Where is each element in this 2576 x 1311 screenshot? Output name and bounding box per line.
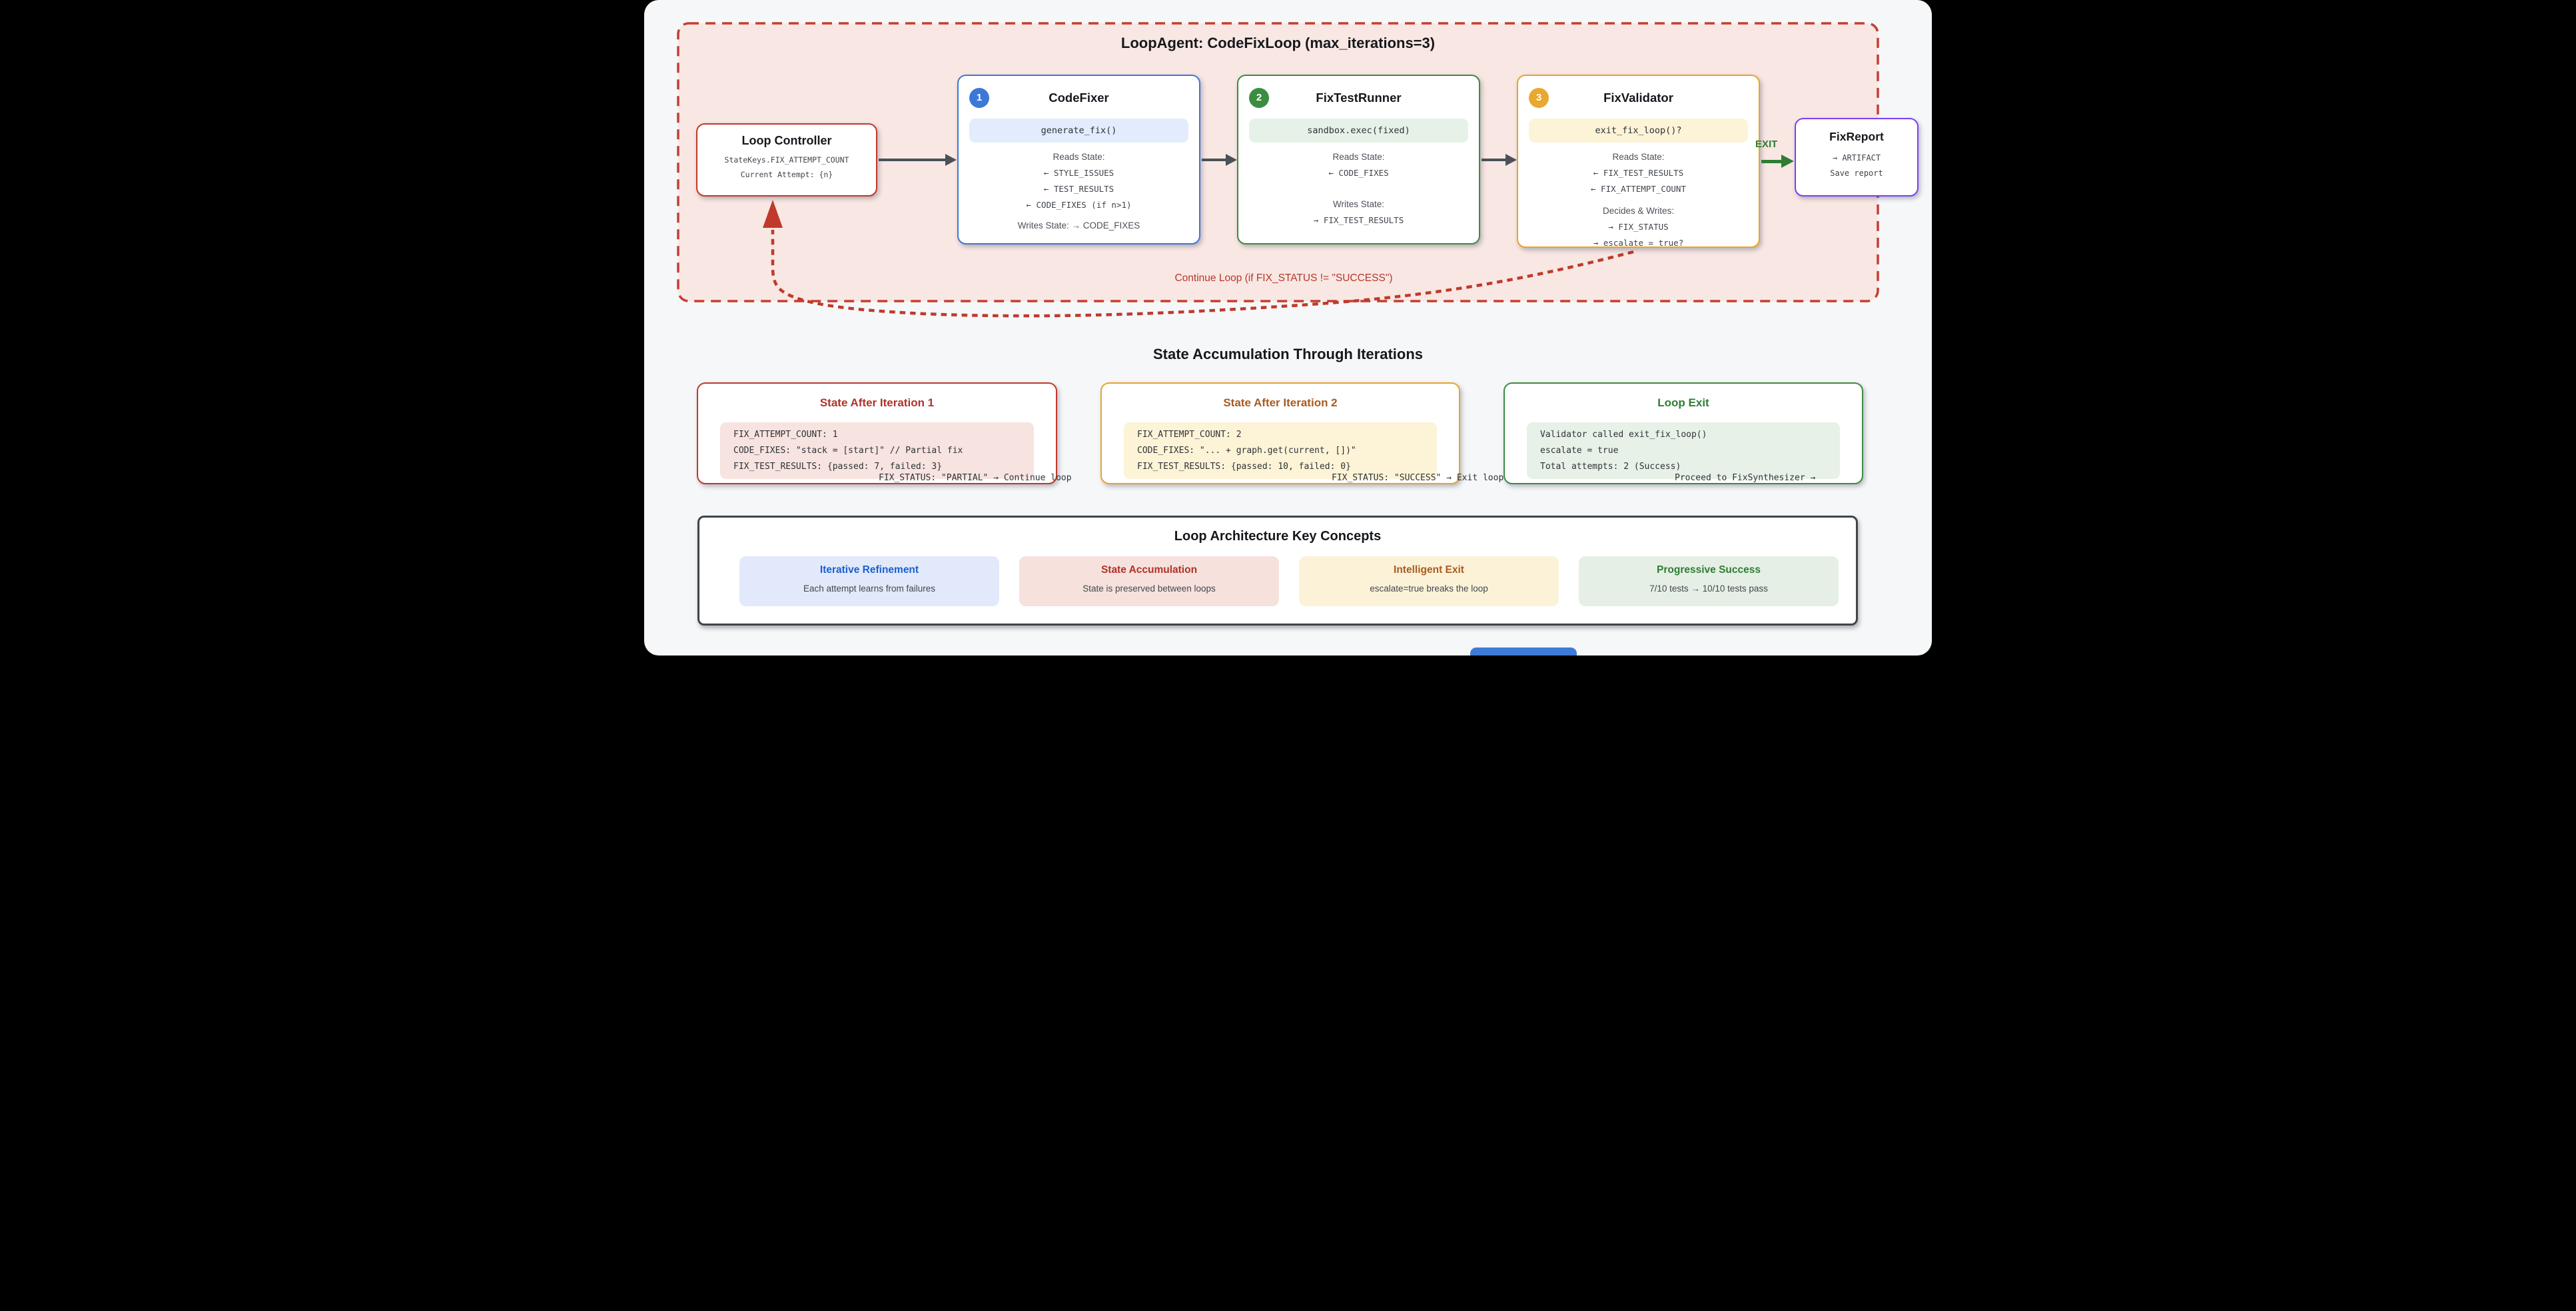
fixtestrunner-reads-label: Reads State: — [1332, 152, 1385, 162]
state-iteration-1-box: State After Iteration 1 FIX_ATTEMPT_COUN… — [697, 382, 1072, 484]
code-line: escalate = true — [1540, 446, 1619, 456]
fixreport-artifact-line: → ARTIFACT — [1832, 153, 1881, 163]
step-1-badge: 1 — [969, 88, 989, 108]
state-iteration-2-box: State After Iteration 2 FIX_ATTEMPT_COUN… — [1100, 382, 1503, 484]
codefixer-method-pill: generate_fix() — [969, 119, 1188, 143]
loop-exit-title: Loop Exit — [1657, 396, 1709, 409]
concept-desc: State is preserved between loops — [1082, 584, 1216, 594]
fixtestrunner-box: 2 FixTestRunner sandbox.exec(fixed) Read… — [1237, 75, 1480, 244]
key-concepts-heading: Loop Architecture Key Concepts — [1174, 529, 1382, 544]
concept-card-progressive-success: Progressive Success 7/10 tests → 10/10 t… — [1579, 556, 1839, 606]
loop-exit-status: Proceed to FixSynthesizer → — [1675, 473, 1816, 483]
fixtestrunner-read-code-fixes: ← CODE_FIXES — [1328, 168, 1389, 178]
fixvalidator-box: 3 FixValidator exit_fix_loop()? Reads St… — [1517, 75, 1760, 248]
code-line: Total attempts: 2 (Success) — [1540, 462, 1681, 472]
step-2-badge: 2 — [1249, 88, 1269, 108]
fixvalidator-write-escalate: → escalate = true? — [1593, 238, 1684, 248]
exit-label: EXIT — [1755, 139, 1778, 150]
fixreport-box: FixReport → ARTIFACT Save report — [1795, 118, 1919, 197]
loop-controller-title: Loop Controller — [741, 134, 832, 147]
fixvalidator-writes-label: Decides & Writes: — [1602, 206, 1675, 216]
code-line: Validator called exit_fix_loop() — [1540, 430, 1707, 440]
arrow-controller-to-codefixer — [879, 154, 957, 166]
code-line: FIX_ATTEMPT_COUNT: 1 — [733, 430, 838, 440]
fixtestrunner-writes-label: Writes State: — [1332, 199, 1385, 209]
arrow-exit-to-fixreport — [1761, 155, 1794, 168]
concept-card-state-accumulation: State Accumulation State is preserved be… — [1019, 556, 1279, 606]
fixreport-save-line: Save report — [1830, 169, 1883, 178]
state-section-heading: State Accumulation Through Iterations — [1153, 346, 1423, 362]
concept-card-iterative-refinement: Iterative Refinement Each attempt learns… — [739, 556, 999, 606]
state-iteration-1-status: FIX_STATUS: "PARTIAL" → Continue loop — [879, 473, 1072, 483]
codefixer-read-test-results: ← TEST_RESULTS — [1043, 184, 1114, 194]
fixvalidator-header: 3 FixValidator — [1518, 87, 1759, 109]
fixvalidator-title: FixValidator — [1603, 91, 1673, 105]
loop-exit-code: Validator called exit_fix_loop() escalat… — [1527, 422, 1840, 479]
state-iteration-1-code: FIX_ATTEMPT_COUNT: 1 CODE_FIXES: "stack … — [720, 422, 1034, 479]
loop-controller-statekey: StateKeys.FIX_ATTEMPT_COUNT — [724, 155, 849, 165]
concept-title: State Accumulation — [1100, 564, 1198, 576]
fixvalidator-read-fix-attempt-count: ← FIX_ATTEMPT_COUNT — [1591, 184, 1686, 194]
codefixer-box: 1 CodeFixer generate_fix() Reads State: … — [957, 75, 1200, 244]
codefixer-read-code-fixes: ← CODE_FIXES (if n>1) — [1026, 200, 1132, 210]
fixvalidator-method-pill: exit_fix_loop()? — [1529, 119, 1748, 143]
concept-title: Progressive Success — [1657, 564, 1761, 576]
fixvalidator-write-fix-status: → FIX_STATUS — [1608, 222, 1669, 232]
concept-desc: 7/10 tests → 10/10 tests pass — [1649, 584, 1768, 594]
bottom-blue-bar — [1470, 648, 1577, 656]
concept-card-intelligent-exit: Intelligent Exit escalate=true breaks th… — [1299, 556, 1559, 606]
arrow-codefixer-to-fixtestrunner — [1202, 154, 1237, 166]
codefixer-read-style-issues: ← STYLE_ISSUES — [1043, 168, 1114, 178]
code-line: CODE_FIXES: "... + graph.get(current, []… — [1137, 446, 1356, 456]
loop-controller-attempt: Current Attempt: {n} — [740, 170, 833, 179]
fixvalidator-reads-label: Reads State: — [1612, 152, 1665, 162]
concept-title: Intelligent Exit — [1394, 564, 1464, 576]
continue-loop-label: Continue Loop (if FIX_STATUS != "SUCCESS… — [1174, 272, 1393, 284]
fixtestrunner-header: 2 FixTestRunner — [1238, 87, 1479, 109]
diagram-page: Continue Loop (if FIX_STATUS != "SUCCESS… — [644, 0, 1932, 656]
code-line: FIX_ATTEMPT_COUNT: 2 — [1137, 430, 1242, 440]
concept-title: Iterative Refinement — [819, 564, 919, 576]
loop-agent-title: LoopAgent: CodeFixLoop (max_iterations=3… — [1120, 35, 1436, 51]
codefixer-title: CodeFixer — [1049, 91, 1109, 105]
key-concepts-panel: Loop Architecture Key Concepts Iterative… — [697, 516, 1858, 626]
fixtestrunner-write-fix-test-results: → FIX_TEST_RESULTS — [1313, 215, 1404, 225]
fixreport-title: FixReport — [1829, 130, 1884, 143]
code-line: FIX_TEST_RESULTS: {passed: 7, failed: 3} — [733, 462, 943, 472]
loop-exit-box: Loop Exit Validator called exit_fix_loop… — [1503, 382, 1863, 484]
fixvalidator-read-fix-test-results: ← FIX_TEST_RESULTS — [1593, 168, 1684, 178]
fixtestrunner-title: FixTestRunner — [1316, 91, 1402, 105]
fixtestrunner-method-pill: sandbox.exec(fixed) — [1249, 119, 1468, 143]
concept-desc: escalate=true breaks the loop — [1370, 584, 1488, 594]
codefixer-reads-label: Reads State: — [1053, 152, 1105, 162]
concept-desc: Each attempt learns from failures — [803, 584, 936, 594]
state-iteration-1-title: State After Iteration 1 — [819, 396, 935, 409]
state-iteration-2-code: FIX_ATTEMPT_COUNT: 2 CODE_FIXES: "... + … — [1124, 422, 1437, 479]
state-iteration-2-status: FIX_STATUS: "SUCCESS" → Exit loop — [1332, 473, 1504, 483]
codefixer-writes-line: Writes State: → CODE_FIXES — [1017, 220, 1140, 230]
code-line: CODE_FIXES: "stack = [start]" // Partial… — [733, 446, 963, 456]
step-3-badge: 3 — [1529, 88, 1549, 108]
loop-controller-box: Loop Controller StateKeys.FIX_ATTEMPT_CO… — [696, 123, 877, 197]
state-iteration-2-title: State After Iteration 2 — [1223, 396, 1338, 409]
arrow-fixtestrunner-to-fixvalidator — [1482, 154, 1517, 166]
code-line: FIX_TEST_RESULTS: {passed: 10, failed: 0… — [1137, 462, 1351, 472]
codefixer-header: 1 CodeFixer — [959, 87, 1199, 109]
